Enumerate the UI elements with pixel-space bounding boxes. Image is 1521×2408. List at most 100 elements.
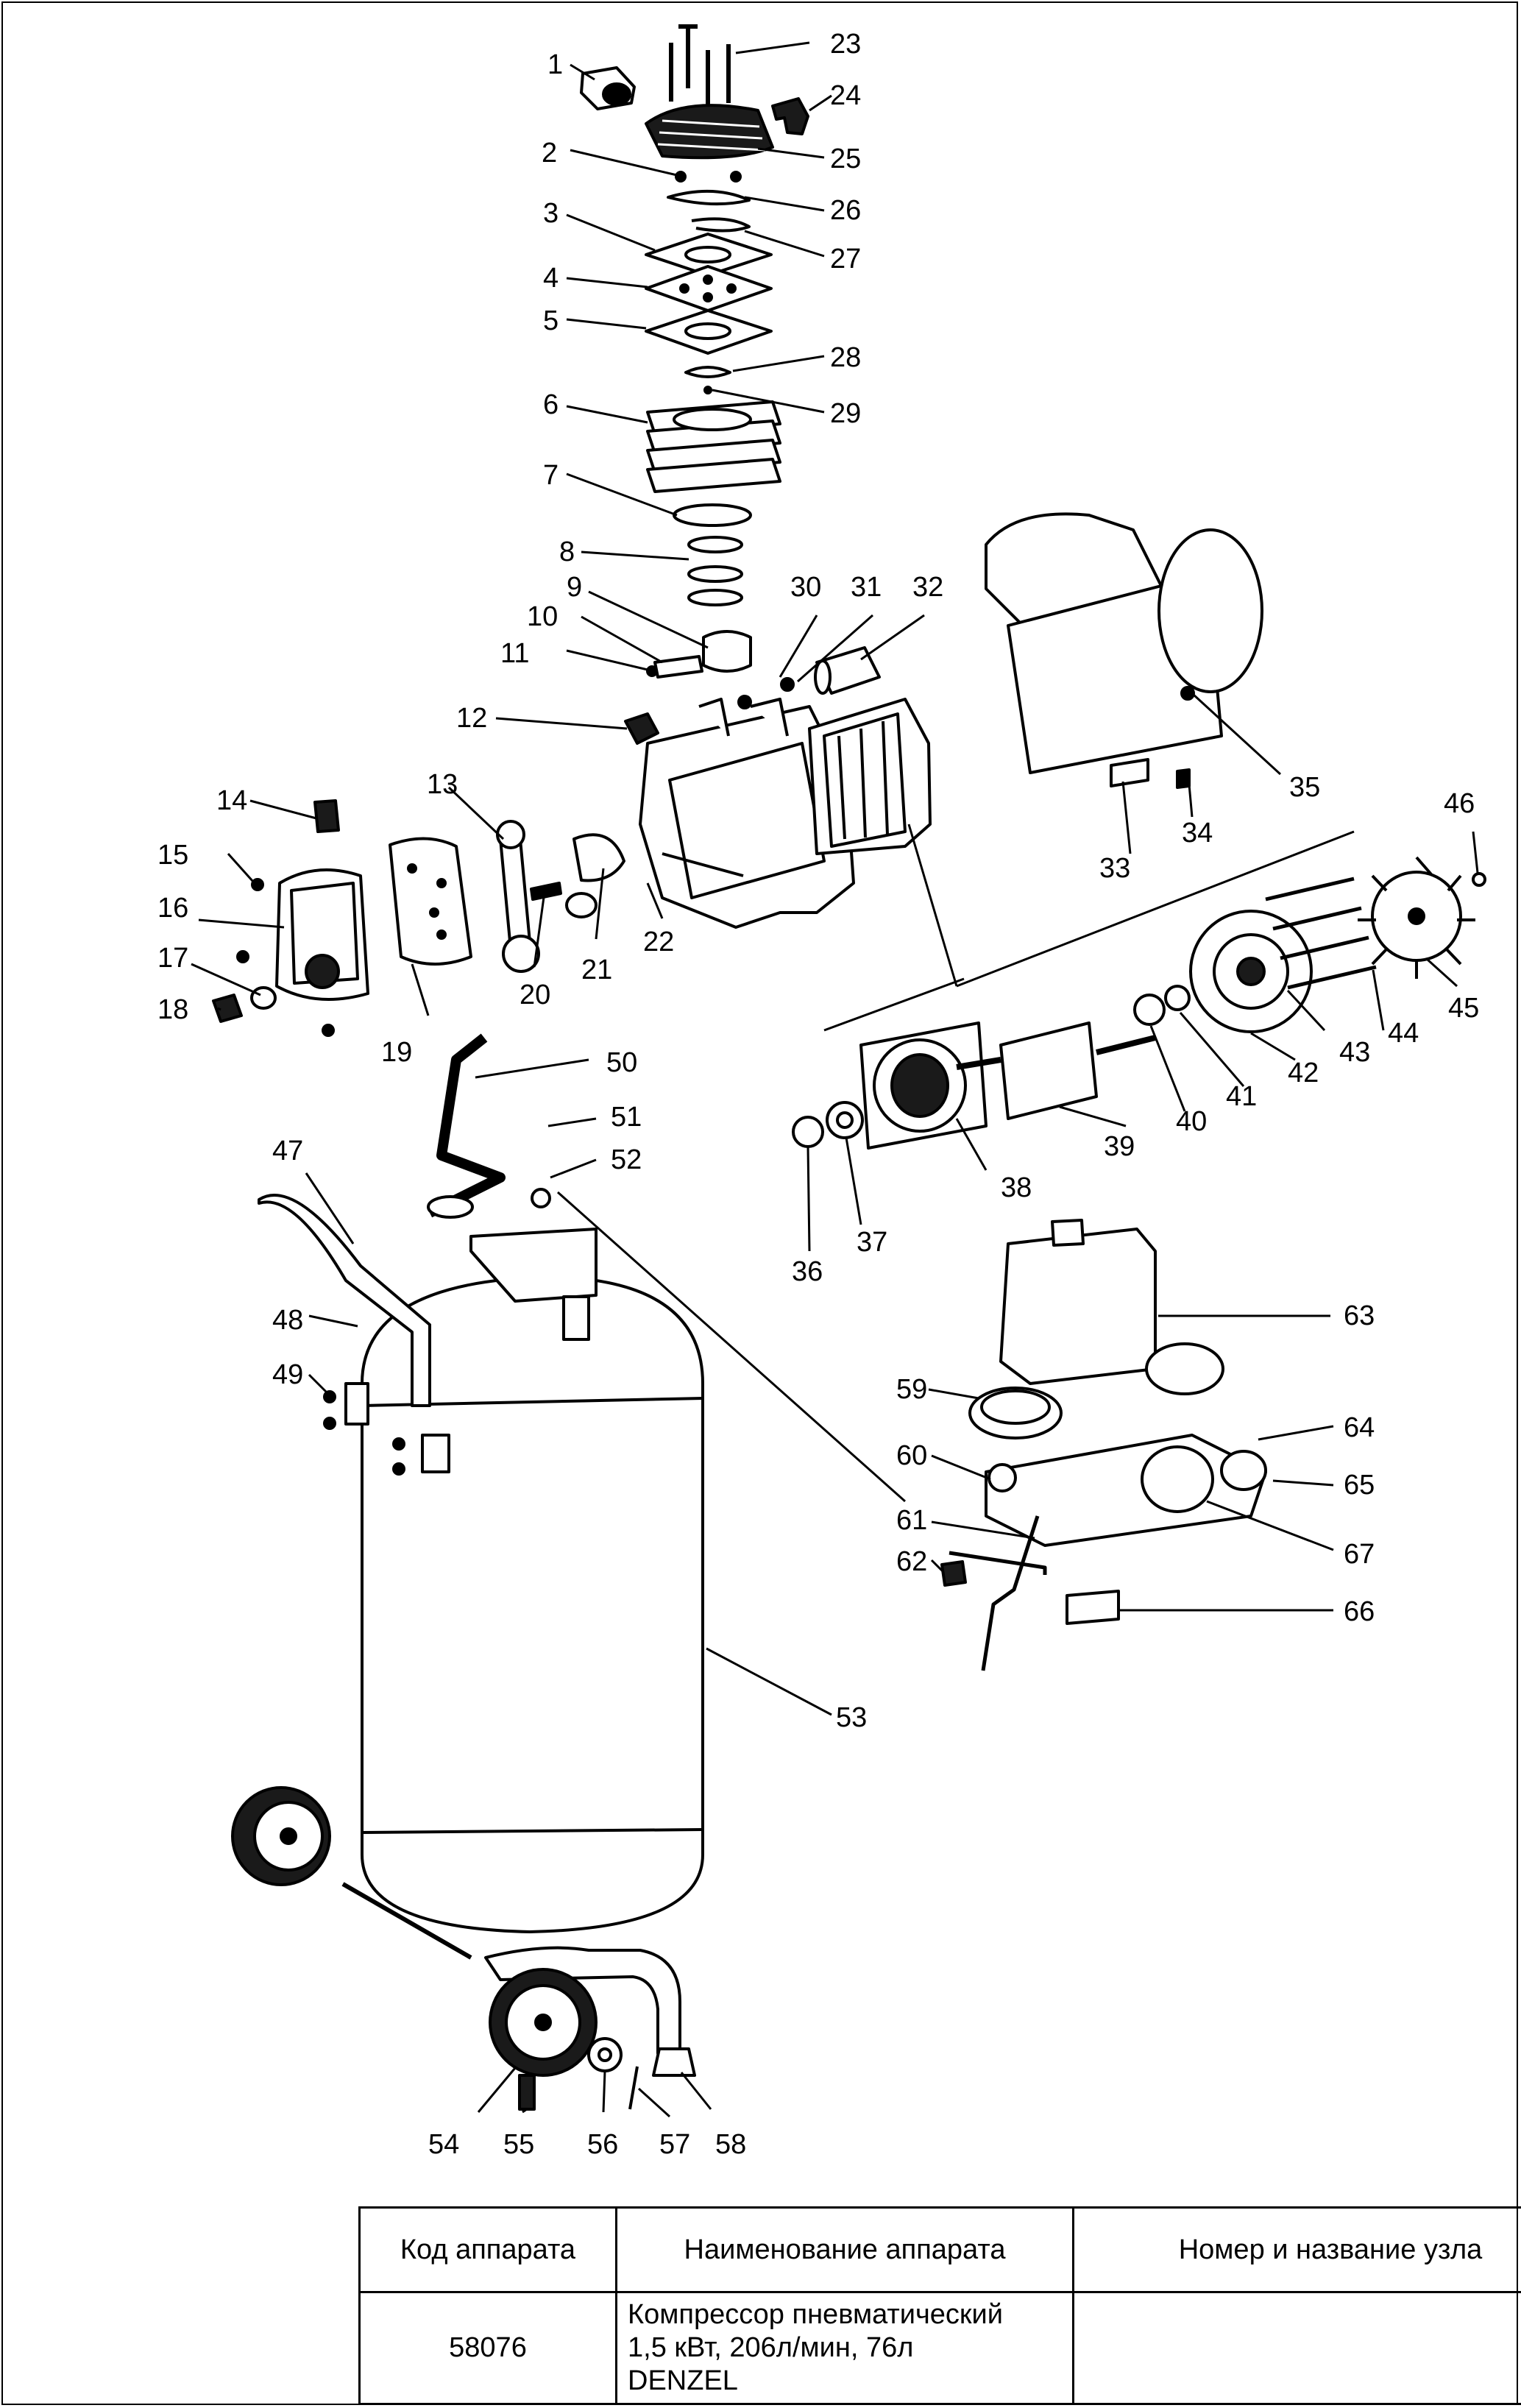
- callout-46: 46: [1444, 788, 1475, 819]
- release-tube-part: [949, 1515, 1047, 1671]
- callout-67: 67: [1344, 1539, 1375, 1570]
- cell-code: 58076: [358, 2291, 617, 2405]
- cylinder-finned-part: [646, 400, 781, 493]
- callout-66: 66: [1344, 1596, 1375, 1627]
- eccentric-part: [530, 833, 625, 918]
- callout-58: 58: [715, 2129, 746, 2160]
- callout-27: 27: [830, 244, 861, 275]
- elbow-fitting-part: [771, 97, 809, 135]
- callout-54: 54: [428, 2129, 459, 2160]
- cell-assembly: [1072, 2291, 1521, 2405]
- fan-cover-part: [985, 512, 1263, 789]
- tube-nut-part: [940, 1560, 967, 1587]
- callout-8: 8: [559, 537, 575, 567]
- rubber-foot-part: [652, 2047, 696, 2077]
- axle-part: [341, 1882, 472, 1960]
- callout-62: 62: [896, 1546, 927, 1577]
- wheel-left-part: [231, 1786, 331, 1886]
- callout-53: 53: [836, 1702, 867, 1733]
- callout-9: 9: [567, 572, 582, 603]
- small-gasket-part: [684, 366, 731, 394]
- rear-cover-part: [236, 868, 369, 1037]
- callout-32: 32: [912, 572, 943, 603]
- callout-55: 55: [503, 2129, 534, 2160]
- callout-57: 57: [659, 2129, 690, 2160]
- callout-38: 38: [1001, 1172, 1032, 1203]
- callout-50: 50: [606, 1047, 637, 1078]
- callout-47: 47: [272, 1136, 303, 1166]
- breather-plug-part: [313, 799, 340, 833]
- piston-part: [646, 630, 752, 679]
- callout-17: 17: [157, 943, 188, 974]
- header-name: Наименование аппарата: [615, 2206, 1074, 2293]
- header-assembly: Номер и название узла: [1072, 2206, 1521, 2293]
- callout-61: 61: [896, 1505, 927, 1536]
- callout-20: 20: [520, 980, 550, 1010]
- callout-29: 29: [830, 398, 861, 429]
- callout-44: 44: [1388, 1018, 1419, 1049]
- rear-gasket-part: [389, 837, 472, 966]
- callout-59: 59: [896, 1374, 927, 1405]
- cell-name: Компрессор пневматический 1,5 кВт, 206л/…: [615, 2291, 1074, 2405]
- callout-42: 42: [1288, 1058, 1319, 1088]
- callout-2: 2: [542, 138, 557, 169]
- callout-31: 31: [851, 572, 882, 603]
- callout-40: 40: [1176, 1106, 1207, 1137]
- wheel-right-part: [489, 1968, 598, 2077]
- callout-60: 60: [896, 1440, 927, 1471]
- callout-63: 63: [1344, 1300, 1375, 1331]
- gasket-top-part: [645, 233, 773, 277]
- callout-3: 3: [543, 198, 559, 229]
- pipe-fitting-part: [427, 1188, 551, 1219]
- piston-rings-part: [673, 503, 752, 606]
- oil-cap-part: [212, 986, 277, 1023]
- cooling-fan-part: [1358, 856, 1486, 979]
- callout-52: 52: [611, 1144, 642, 1175]
- name-line-2: 1,5 кВт, 206л/мин, 76л: [628, 2332, 914, 2364]
- callout-35: 35: [1289, 772, 1320, 803]
- callout-10: 10: [527, 601, 558, 632]
- callout-33: 33: [1099, 853, 1130, 884]
- callout-30: 30: [790, 572, 821, 603]
- callout-48: 48: [272, 1305, 303, 1336]
- callout-15: 15: [157, 840, 188, 871]
- callout-14: 14: [216, 785, 247, 816]
- leader-lines: [191, 41, 1479, 2118]
- callout-43: 43: [1339, 1037, 1370, 1068]
- callout-49: 49: [272, 1359, 303, 1390]
- callout-6: 6: [543, 389, 559, 420]
- plug-cap-part: [580, 66, 636, 110]
- connecting-rod-part: [496, 820, 540, 973]
- wheel-nut-part: [518, 2074, 536, 2111]
- valve-plate-part: [645, 265, 773, 312]
- name-line-3: DENZEL: [628, 2365, 738, 2396]
- gauges-part: [968, 1342, 1224, 1440]
- callout-26: 26: [830, 195, 861, 226]
- motor-bracket-lines: [823, 824, 1355, 1032]
- callout-51: 51: [611, 1102, 642, 1133]
- rotor-part: [956, 1021, 1156, 1120]
- callout-34: 34: [1182, 818, 1213, 849]
- callout-45: 45: [1448, 993, 1479, 1024]
- callout-7: 7: [543, 460, 559, 491]
- parts-info-table: Код аппарата Наименование аппарата Номер…: [358, 2206, 1521, 2405]
- cylinder-head-part: [645, 104, 774, 160]
- callout-39: 39: [1104, 1131, 1135, 1162]
- callout-4: 4: [543, 263, 559, 294]
- callout-5: 5: [543, 305, 559, 336]
- callout-22: 22: [643, 927, 674, 957]
- bearings-part: [792, 985, 1191, 1148]
- discharge-pipe-part: [427, 1033, 506, 1218]
- exploded-parts-diagram: 1 2 3 4 5 6 7 8 9 10 11 12 13 14 15 16 1…: [157, 24, 1486, 2160]
- table-header-row: Код аппарата Наименование аппарата Номер…: [358, 2206, 1521, 2293]
- callout-16: 16: [157, 893, 188, 924]
- callout-21: 21: [581, 955, 612, 985]
- pressure-switch-part: [999, 1219, 1157, 1385]
- handle-part: [258, 1194, 450, 1473]
- callout-1: 1: [547, 49, 563, 80]
- callout-13: 13: [427, 769, 458, 800]
- callout-28: 28: [830, 342, 861, 373]
- table-row: 58076 Компрессор пневматический 1,5 кВт,…: [358, 2291, 1521, 2405]
- motor-housing-part: [808, 698, 932, 855]
- name-line-1: Компрессор пневматический: [628, 2299, 1004, 2331]
